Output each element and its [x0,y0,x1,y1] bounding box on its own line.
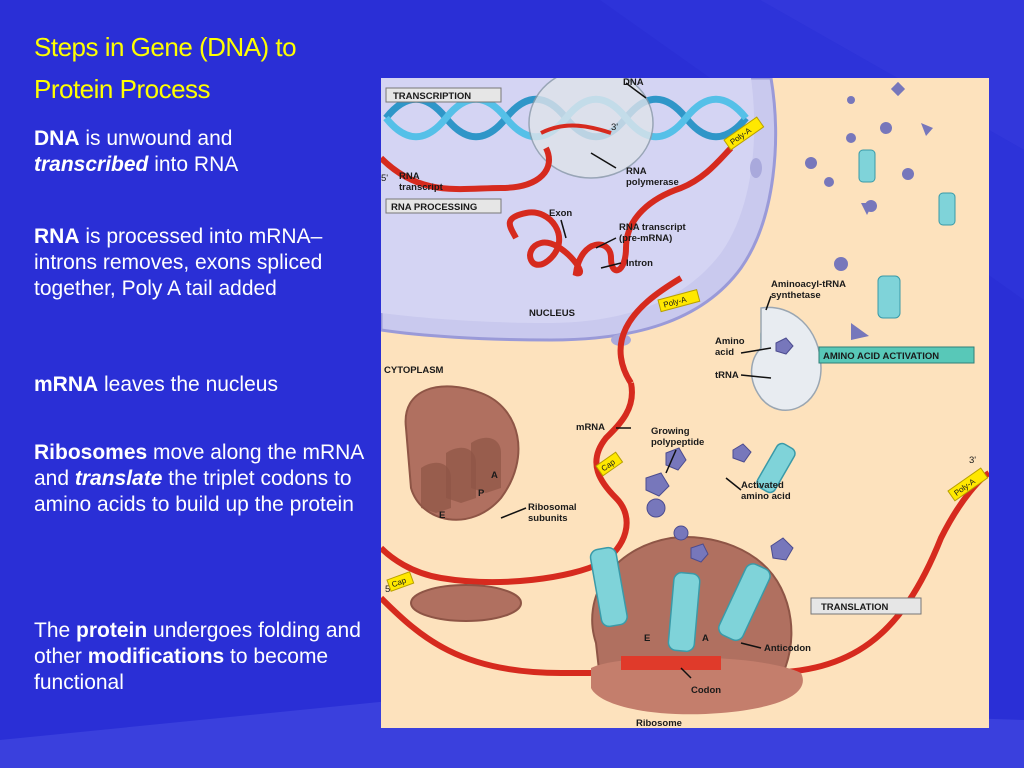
rna-transcript-strand [381,146,552,193]
pre-mrna-strand [506,145,734,277]
label-growing-2: polypeptide [651,437,704,448]
ribosome-site-p [446,447,476,503]
slide-title: Steps in Gene (DNA) to Protein Process [34,26,374,110]
mrna-cytoplasm-strand [381,382,635,585]
bullet-keyword-italic: transcribed [34,153,149,176]
bullet-text: the triplet codons to amino acids to bui… [34,467,354,516]
label-amino-acid-1: Amino [715,336,745,347]
gene-expression-diagram: TRANSCRIPTION RNA PROCESSING AMINO ACID … [381,78,989,728]
label-pre-mrna-2: (pre-mRNA) [619,233,672,244]
label-5prime-left: 5' [385,584,392,595]
label-mrna: mRNA [576,422,605,433]
bullet-text: into RNA [148,153,239,176]
label-dna: DNA [623,78,644,88]
ribosome-site-e [421,462,451,513]
label-5prime-top: 5' [381,173,388,184]
mrna-translation-strand [381,470,989,676]
bullet-text: to become functional [34,645,329,694]
bullet-protein: The protein undergoes folding and other … [34,618,374,696]
ribosome-small-subunit [410,584,522,622]
label-site-p: P [478,488,485,499]
label-ribosomal-1: Ribosomal [528,502,577,513]
bullet-text: The [34,619,77,642]
label-rna-polymerase-1: RNA [626,166,647,177]
label-box-amino-acid-activation [818,346,975,364]
free-amino-acids [805,81,933,340]
bullet-keyword: RNA [34,225,80,248]
label-synthetase-2: synthetase [771,290,821,301]
label-activated-1: Activated [741,480,784,491]
label-box-rna-processing [385,198,502,214]
bullet-dna: DNA is unwound and transcribed into RNA [34,126,238,178]
label-amino-acid-2: acid [715,347,734,358]
label-site-e: E [439,510,445,521]
codon-strip [621,656,721,670]
bullet-keyword: mRNA [34,373,99,396]
bullet-text: is unwound and [79,127,233,150]
label-translation: TRANSLATION [821,602,889,613]
bullet-keyword: protein [76,619,148,642]
ribosome-small-bottom [591,657,803,715]
label-rna-transcript-1: RNA [399,171,420,182]
bullet-ribosomes: Ribosomes move along the mRNA and transl… [34,440,374,518]
label-ribosome: Ribosome [636,718,682,728]
bullet-rna: RNA is processed into mRNA– introns remo… [34,224,374,302]
bullet-keyword-italic: translate [74,467,163,490]
label-trna: tRNA [715,370,739,381]
bullet-mrna: mRNA leaves the nucleus [34,372,278,398]
label-anticodon: Anticodon [764,643,811,654]
tag-cap-2: Cap [386,571,415,592]
growing-polypeptide [645,337,794,563]
nascent-rna [540,123,612,135]
bullet-text: is processed into mRNA– introns removes,… [34,225,323,300]
tag-poly-a-2: Poly-A [657,289,701,313]
mrna-exit-strand [617,275,683,385]
label-rna-transcript-2: transcript [399,182,444,193]
label-cytoplasm: CYTOPLASM [384,365,444,376]
title-line-1: Steps in Gene (DNA) to [34,32,297,62]
label-pre-mrna-1: RNA transcript [619,222,687,233]
nuclear-pore [750,158,762,178]
label-3prime-top: 3' [611,122,618,133]
label-intron: Intron [626,258,653,269]
bullet-keyword: Ribosomes [34,441,148,464]
label-box-translation [810,597,922,615]
label-site-a: A [491,470,498,481]
aminoacyl-trna-synthetase [750,306,822,411]
bullet-text: leaves the nucleus [98,373,278,396]
label-activated-2: amino acid [741,491,791,502]
label-3prime-right: 3' [969,455,976,466]
free-trna [858,149,956,319]
label-box-transcription [385,87,502,103]
label-nucleus: NUCLEUS [529,308,575,319]
label-codon: Codon [691,685,721,696]
bullet-text: move along the mRNA and [34,441,364,490]
label-rna-polymerase-2: polymerase [626,177,679,188]
label-exon: Exon [549,208,572,219]
bullet-keyword: DNA [34,127,80,150]
label-ribosomal-2: subunits [528,513,568,524]
title-line-2: Protein Process [34,74,211,104]
label-rna-processing: RNA PROCESSING [391,202,477,213]
label-ribo-e: E [644,633,650,644]
label-synthetase-1: Aminoacyl-tRNA [771,279,846,290]
tag-cap-1: Cap [595,451,624,477]
label-transcription: TRANSCRIPTION [393,91,471,102]
pointer-lines [500,82,772,679]
bullet-keyword: modifications [87,645,225,668]
label-growing-1: Growing [651,426,690,437]
label-amino-acid-activation: AMINO ACID ACTIVATION [823,351,939,362]
ribosome-site-a [471,437,501,493]
label-ribo-a: A [702,633,709,644]
bullet-text: undergoes folding and other [34,619,361,668]
